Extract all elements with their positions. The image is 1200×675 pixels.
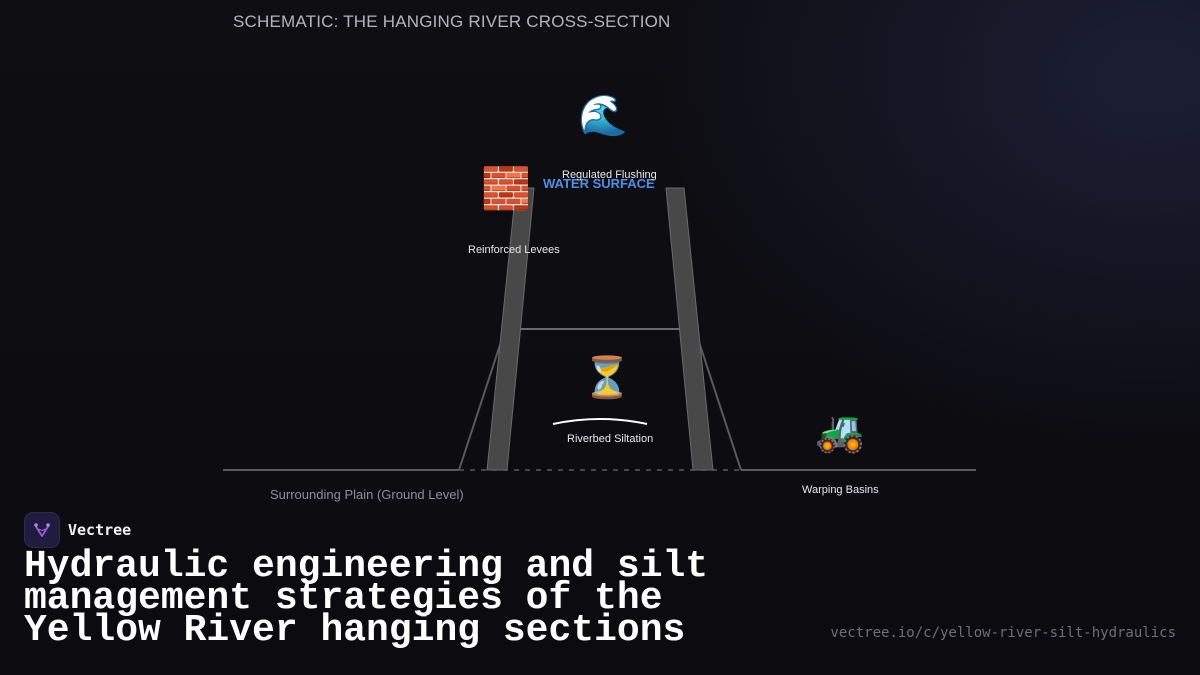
brick-wall-icon: 🧱 xyxy=(481,166,531,212)
water-surface-label: WATER SURFACE xyxy=(543,176,655,191)
tractor-icon: 🚜 xyxy=(815,409,865,455)
brand-name: Vectree xyxy=(68,521,132,539)
brand: Vectree xyxy=(24,512,131,548)
warping-basins-label: Warping Basins xyxy=(802,484,879,496)
diagram-title: SCHEMATIC: THE HANGING RIVER CROSS-SECTI… xyxy=(233,12,671,31)
levee-wall-left xyxy=(486,187,535,471)
source-url: vectree.io/c/yellow-river-silt-hydraulic… xyxy=(830,625,1176,641)
hourglass-icon: ⏳ xyxy=(582,355,632,401)
reinforced-levees-label: Reinforced Levees xyxy=(468,244,560,256)
levee-wall-right xyxy=(665,187,714,471)
riverbed-siltation-label: Riverbed Siltation xyxy=(567,433,654,445)
ground-level-label: Surrounding Plain (Ground Level) xyxy=(270,487,464,502)
levee-outer-slope-right xyxy=(699,344,742,471)
vectree-logo-icon xyxy=(24,512,60,548)
regulated-flushing-label: Regulated Flushing xyxy=(562,169,657,181)
levee-outer-slope-left xyxy=(458,344,501,471)
headline: Hydraulic engineering and silt managemen… xyxy=(24,545,709,652)
water-wave-icon: 🌊 xyxy=(578,93,628,139)
siltation-curve xyxy=(552,418,648,425)
